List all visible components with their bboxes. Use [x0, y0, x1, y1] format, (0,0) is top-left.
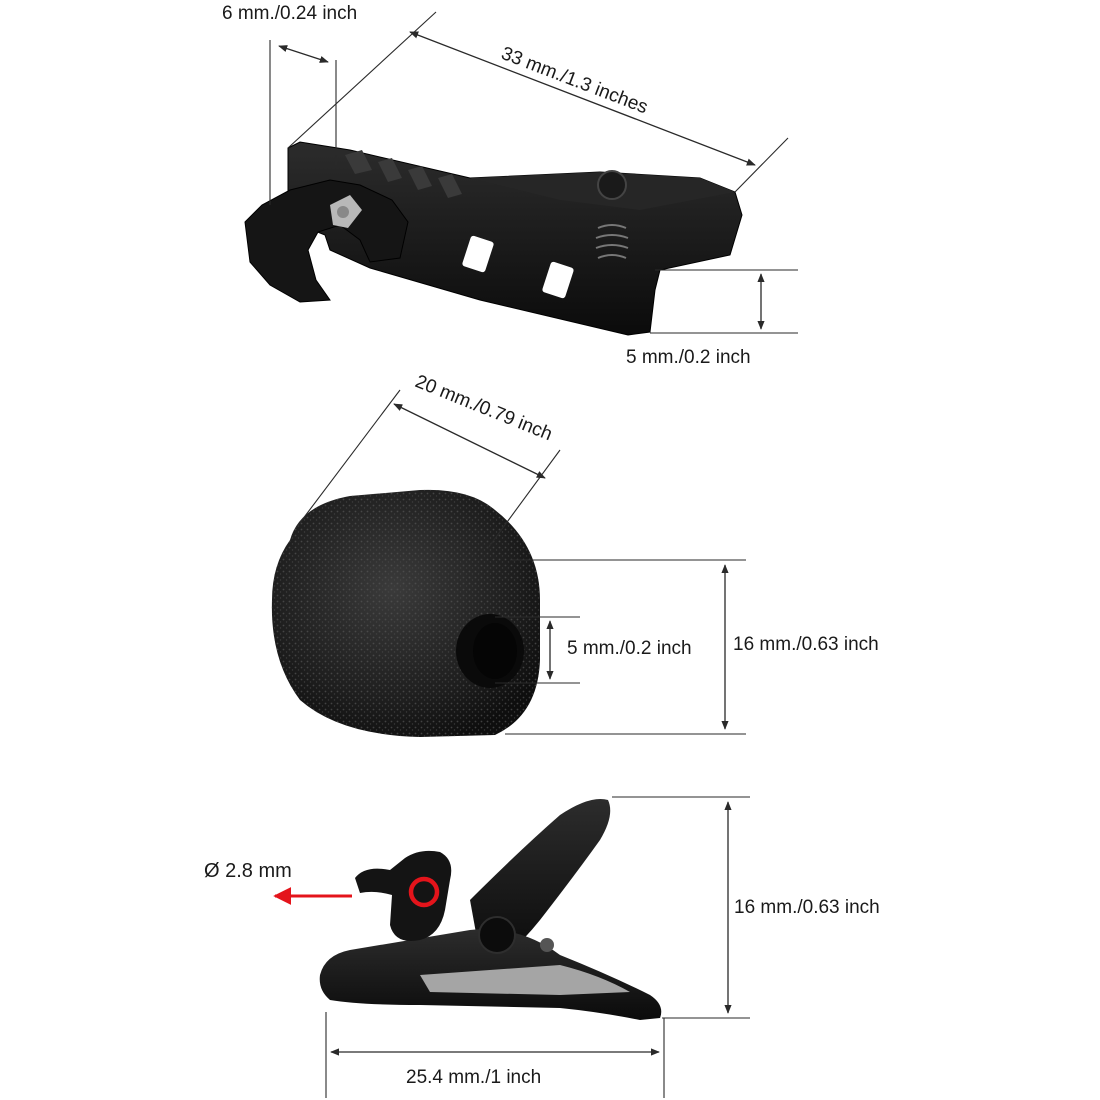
clip-bottom-hole-label: Ø 2.8 mm [204, 860, 292, 882]
clip-top-width-label: 6 mm./0.24 inch [222, 3, 357, 24]
windscreen-diameter-label: 16 mm./0.63 inch [733, 634, 879, 655]
windscreen-hole-label: 5 mm./0.2 inch [567, 638, 692, 659]
windscreen-group: 20 mm./0.79 inch 5 mm./0.2 inch 16 mm./0… [271, 371, 879, 737]
windscreen-length-label: 20 mm./0.79 inch [412, 371, 555, 445]
clip-bottom-height-label: 16 mm./0.63 inch [734, 897, 880, 918]
clip-top-length-label: 33 mm./1.3 inches [498, 43, 650, 118]
hole-highlight-ring [408, 876, 440, 908]
lapel-clip-side-view-icon [319, 799, 662, 1020]
clip-bottom-length-label: 25.4 mm./1 inch [406, 1067, 541, 1088]
bottom-clip-group: Ø 2.8 mm 16 mm./0.63 inch 25.4 mm./1 inc… [204, 796, 880, 1098]
clip-top-thickness-label: 5 mm./0.2 inch [626, 347, 751, 368]
foam-windscreen-icon [271, 489, 540, 737]
lapel-tie-clip-with-mic-holder-icon [244, 141, 743, 336]
top-clip-group: 6 mm./0.24 inch 33 mm./1.3 inches 5 mm./… [222, 3, 798, 368]
